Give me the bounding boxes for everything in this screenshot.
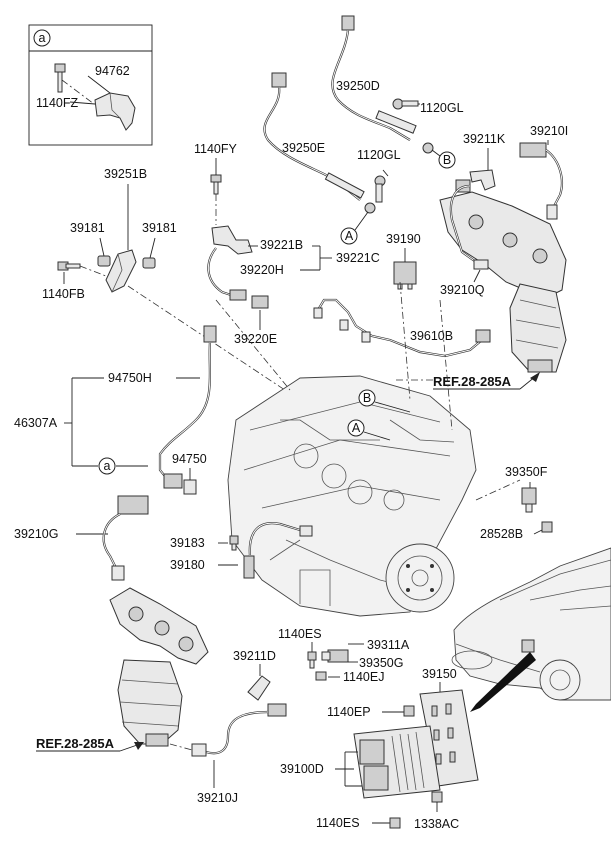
vehicle-outline xyxy=(451,547,611,701)
label-39211D: 39211D xyxy=(233,649,276,663)
harness-94750H xyxy=(158,325,217,495)
label-46307A: 46307A xyxy=(14,416,58,430)
inset-tag: a xyxy=(39,31,46,45)
label-28528B: 28528B xyxy=(480,527,523,541)
svg-text:B: B xyxy=(443,153,451,167)
label-94750: 94750 xyxy=(172,452,207,466)
label-39250E: 39250E xyxy=(282,141,325,155)
label-39183: 39183 xyxy=(170,536,205,550)
label-39610B: 39610B xyxy=(410,329,453,343)
label-1140FB: 1140FB xyxy=(42,287,85,301)
label-39100D: 39100D xyxy=(280,762,324,776)
sensor-39210J xyxy=(191,703,287,757)
bolt-1140FZ xyxy=(54,63,95,105)
callout-b2: B xyxy=(358,389,376,407)
ref-upper: REF.28-285A xyxy=(433,374,512,389)
bolt-28528B xyxy=(541,521,553,533)
sensor-39180 xyxy=(243,522,313,579)
sensor-39210I xyxy=(519,142,563,220)
sensor-39250D xyxy=(331,15,434,154)
ecu-39100D xyxy=(353,725,441,799)
label-39210J: 39210J xyxy=(197,791,238,805)
bolt-1140FB xyxy=(57,261,81,271)
sensor-39210G xyxy=(102,495,149,581)
label-39210I: 39210I xyxy=(530,124,568,138)
label-1338AC: 1338AC xyxy=(414,817,459,831)
bolt-1120GL-b xyxy=(374,175,386,203)
bolt-1140EP xyxy=(403,705,415,717)
bolt-1140FY xyxy=(210,174,222,195)
bolt-1140ES-a xyxy=(307,651,317,669)
bolt-39183 xyxy=(229,535,239,551)
exhaust-manifold-upper xyxy=(439,191,567,373)
callout-a4: a xyxy=(98,457,116,475)
bolt-1140EJ xyxy=(315,671,327,681)
exhaust-manifold-lower xyxy=(109,587,209,747)
label-39350G: 39350G xyxy=(359,656,403,670)
label-1140FY: 1140FY xyxy=(194,142,238,156)
label-39311A: 39311A xyxy=(367,638,410,652)
relay-39190 xyxy=(393,261,417,290)
bolt-1120GL-a xyxy=(392,98,419,110)
inset-tag-circle xyxy=(33,29,51,47)
svg-text:A: A xyxy=(345,229,354,243)
label-39150: 39150 xyxy=(422,667,457,681)
bracket-39211K xyxy=(469,169,496,191)
harness-39220H xyxy=(207,225,269,309)
label-1140EP: 1140EP xyxy=(327,705,371,719)
label-1140ES-b: 1140ES xyxy=(316,816,360,830)
label-39180: 39180 xyxy=(170,558,205,572)
bracket-94762 xyxy=(94,92,136,131)
sensor-39350F xyxy=(521,487,537,513)
svg-text:a: a xyxy=(104,459,111,473)
bolt-1140ES-b xyxy=(389,817,401,829)
ecu-location-arrow xyxy=(470,652,536,712)
inset-box: a 94762 1140FZ xyxy=(28,24,153,146)
label-39211K: 39211K xyxy=(463,132,506,146)
label-39181-right: 39181 xyxy=(142,221,177,235)
label-94750H: 94750H xyxy=(108,371,152,385)
wire-39610B xyxy=(313,298,491,358)
label-39210G: 39210G xyxy=(14,527,58,541)
callout-b1: B xyxy=(438,151,456,169)
label-1140FZ: 1140FZ xyxy=(36,96,79,110)
ref-upper-arrow xyxy=(530,372,540,382)
label-39220H: 39220H xyxy=(240,263,284,277)
label-39210Q: 39210Q xyxy=(440,283,485,297)
grommet-39181-left xyxy=(97,255,111,267)
callout-a3: A xyxy=(347,419,365,437)
engine-block xyxy=(227,375,477,617)
label-39190: 39190 xyxy=(386,232,421,246)
svg-text:A: A xyxy=(352,421,361,435)
ref-lower: REF.28-285A xyxy=(36,736,115,751)
label-1140ES-a: 1140ES xyxy=(278,627,322,641)
bracket-39251B xyxy=(105,249,137,293)
label-39251B: 39251B xyxy=(104,167,147,181)
callout-a2: A xyxy=(340,227,358,245)
label-94762: 94762 xyxy=(95,64,130,78)
sensor-39250E xyxy=(263,72,376,214)
label-39221C: 39221C xyxy=(336,251,380,265)
label-39181-left: 39181 xyxy=(70,221,105,235)
nut-1338AC xyxy=(431,791,443,803)
label-39350F: 39350F xyxy=(505,465,548,479)
label-1140EJ: 1140EJ xyxy=(343,670,384,684)
label-39220E: 39220E xyxy=(234,332,277,346)
svg-text:B: B xyxy=(363,391,371,405)
sensor-39311A xyxy=(321,649,349,663)
label-39221B: 39221B xyxy=(260,238,303,252)
label-1120GL-b: 1120GL xyxy=(357,148,401,162)
bracket-39211D xyxy=(247,675,271,701)
label-39250D: 39250D xyxy=(336,79,380,93)
sensor-39210Q xyxy=(449,179,489,270)
label-1120GL-a: 1120GL xyxy=(420,101,464,115)
ref-lower-arrow xyxy=(134,742,144,750)
grommet-39181-right xyxy=(142,257,156,269)
